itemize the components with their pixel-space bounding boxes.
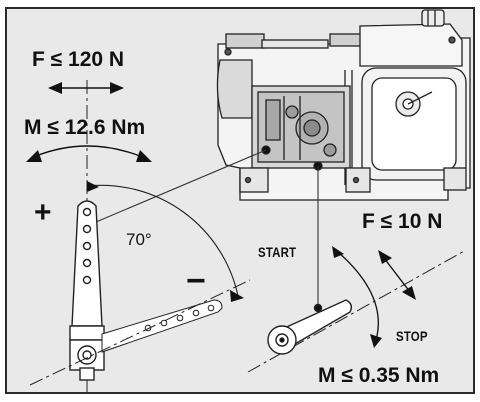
leader-lines <box>95 149 319 306</box>
stop-lever <box>247 246 467 373</box>
start-label: START <box>258 244 297 260</box>
moment-limit-throttle: M ≤ 12.6 Nm <box>24 116 146 139</box>
stop-label: STOP <box>396 328 428 344</box>
plus-sign: + <box>34 196 52 229</box>
throttle-lever <box>29 80 251 392</box>
angle-label: 70° <box>126 230 152 249</box>
minus-sign: − <box>186 262 206 300</box>
force-limit-throttle: F ≤ 120 N <box>32 48 125 71</box>
throttle-force-arrows <box>26 82 152 162</box>
engine-illustration <box>216 9 471 201</box>
force-limit-stop: F ≤ 10 N <box>362 210 443 233</box>
moment-limit-stop: M ≤ 0.35 Nm <box>318 364 440 387</box>
